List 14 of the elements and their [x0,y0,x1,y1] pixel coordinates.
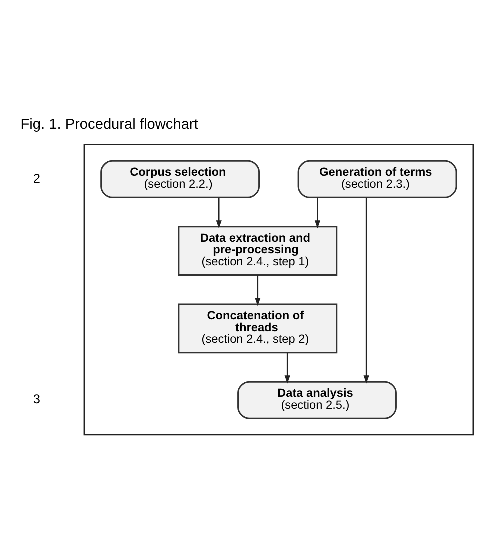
arrow [314,197,321,228]
node-box: Data extraction and pre-processing (section 2.4., step 1) [178,226,338,276]
arrow [255,275,261,306]
label: 2 [33,170,41,186]
node-box: Corpus selection (section 2.2.) [100,160,260,198]
node-box: Generation of terms (section 2.3.) [298,160,458,198]
arrow [284,352,290,384]
node-box: Concatenation of threads (section 2.4., step 2) [178,303,338,354]
arrow [216,197,222,228]
node-box: Data analysis (section 2.5.) [238,380,397,419]
diagram-title: Fig. 1. Procedural flowchart [20,116,198,132]
arrow [364,197,370,384]
label: 3 [33,391,41,406]
cluster [84,144,474,436]
